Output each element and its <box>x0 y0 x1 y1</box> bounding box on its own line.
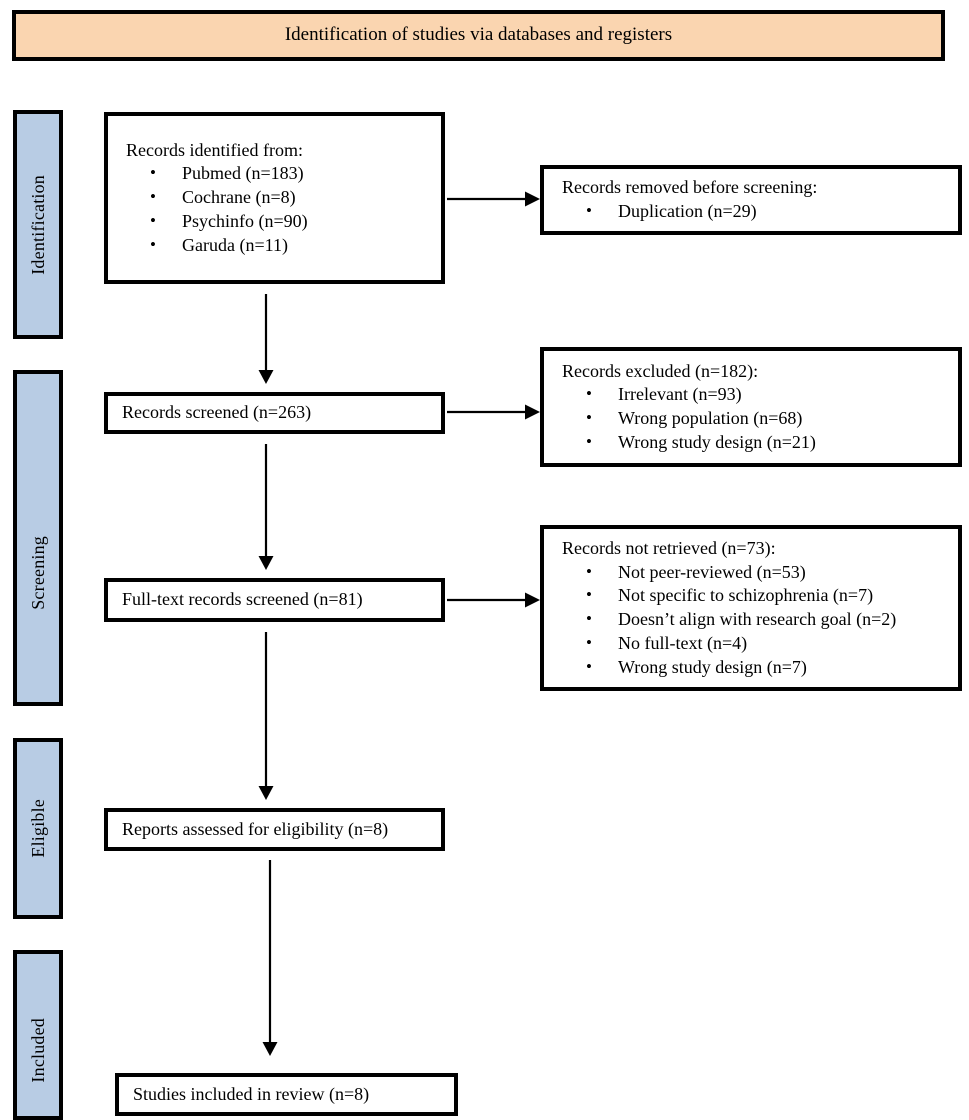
arrow-eligibility-to-included <box>258 858 282 1058</box>
stage-band-screening: Screening <box>13 370 63 706</box>
box-records-screened: Records screened (n=263) <box>104 392 445 434</box>
box-records-removed: Records removed before screening: Duplic… <box>540 165 962 235</box>
list-item: Wrong study design (n=7) <box>586 656 958 680</box>
arrow-identified-to-screened <box>254 292 278 386</box>
stage-band-identification: Identification <box>13 110 63 339</box>
diagram-header-label: Identification of studies via databases … <box>284 24 673 46</box>
reports-assessed-eligibility-label: Reports assessed for eligibility (n=8) <box>122 818 389 839</box>
records-not-retrieved-list: Not peer-reviewed (n=53) Not specific to… <box>562 561 958 680</box>
stage-band-eligible-label: Eligible <box>27 799 48 858</box>
stage-band-included: Included <box>13 950 63 1120</box>
records-removed-lead: Records removed before screening: <box>562 177 818 198</box>
records-removed-list: Duplication (n=29) <box>562 200 958 224</box>
diagram-header: Identification of studies via databases … <box>12 10 945 61</box>
list-item: No full-text (n=4) <box>586 632 958 656</box>
box-records-identified: Records identified from: Pubmed (n=183) … <box>104 112 445 284</box>
list-item: Garuda (n=11) <box>150 234 441 258</box>
list-item: Doesn’t align with research goal (n=2) <box>586 608 958 632</box>
list-item: Wrong population (n=68) <box>586 407 958 431</box>
list-item: Irrelevant (n=93) <box>586 383 958 407</box>
box-records-not-retrieved: Records not retrieved (n=73): Not peer-r… <box>540 525 962 691</box>
list-item: Wrong study design (n=21) <box>586 431 958 455</box>
arrow-identified-to-removed <box>445 188 543 210</box>
arrow-screened-to-fulltext <box>254 442 278 572</box>
list-item: Cochrane (n=8) <box>150 186 441 210</box>
box-records-excluded: Records excluded (n=182): Irrelevant (n=… <box>540 347 962 467</box>
arrow-fulltext-to-not-retrieved <box>445 589 543 611</box>
stage-band-screening-label: Screening <box>27 536 48 610</box>
stage-band-eligible: Eligible <box>13 738 63 919</box>
list-item: Pubmed (n=183) <box>150 162 441 186</box>
list-item: Not specific to schizophrenia (n=7) <box>586 584 958 608</box>
box-fulltext-records-screened: Full-text records screened (n=81) <box>104 578 445 622</box>
records-excluded-list: Irrelevant (n=93) Wrong population (n=68… <box>562 383 958 454</box>
records-identified-lead: Records identified from: <box>126 139 303 160</box>
list-item: Not peer-reviewed (n=53) <box>586 561 958 585</box>
records-screened-label: Records screened (n=263) <box>122 402 312 423</box>
arrow-fulltext-to-eligibility <box>254 630 278 802</box>
studies-included-label: Studies included in review (n=8) <box>133 1083 370 1104</box>
box-reports-assessed-eligibility: Reports assessed for eligibility (n=8) <box>104 808 445 851</box>
list-item: Psychinfo (n=90) <box>150 210 441 234</box>
box-studies-included: Studies included in review (n=8) <box>115 1073 458 1116</box>
arrow-screened-to-excluded <box>445 401 543 423</box>
records-excluded-lead: Records excluded (n=182): <box>562 360 759 381</box>
records-identified-list: Pubmed (n=183) Cochrane (n=8) Psychinfo … <box>126 162 441 257</box>
fulltext-records-screened-label: Full-text records screened (n=81) <box>122 589 363 610</box>
list-item: Duplication (n=29) <box>586 200 958 224</box>
stage-band-identification-label: Identification <box>27 174 48 275</box>
stage-band-included-label: Included <box>27 1017 48 1083</box>
records-not-retrieved-lead: Records not retrieved (n=73): <box>562 537 776 558</box>
